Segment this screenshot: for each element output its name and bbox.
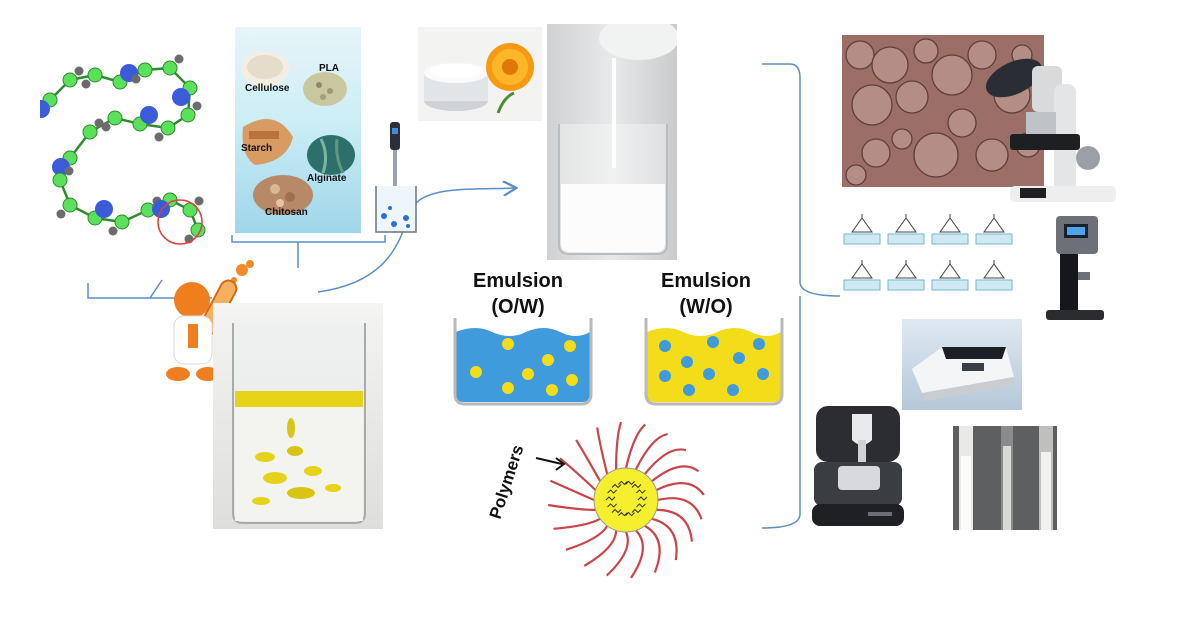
microscopy-image (842, 35, 1044, 187)
homogenizer-icon (375, 122, 417, 233)
emulsion-wo-title: Emulsion (W/O) (636, 268, 776, 320)
emulsion-ow-title: Emulsion (O/W) (448, 268, 588, 320)
polymers-arrow (535, 457, 563, 465)
label-pla: PLA (319, 63, 339, 74)
polymer-micelle: Polymers (486, 421, 705, 579)
microscope-icon (985, 58, 1116, 202)
polymers-label: Polymers (486, 443, 528, 522)
biopolymer-collage: Cellulose PLA Starch Alginate Chitosan (235, 27, 361, 233)
emulsion-wo-container (644, 318, 784, 406)
emulsion-beaker-photo (547, 24, 677, 260)
tensiometer-device (1046, 216, 1104, 320)
cream-photo (418, 27, 542, 121)
emulsion-ow-type: (O/W) (491, 296, 545, 318)
emulsion-ow-container (453, 318, 593, 406)
oil-water-beaker-photo (213, 303, 383, 529)
polymer-arms (547, 421, 705, 579)
stability-tubes-photo (953, 426, 1057, 530)
biopolymer-brace (231, 235, 386, 268)
contact-angle-diagram (843, 214, 1013, 291)
label-cellulose: Cellulose (245, 83, 290, 94)
label-chitosan: Chitosan (265, 207, 308, 218)
rheometer-device (812, 406, 904, 526)
emulsion-ow-heading: Emulsion (472, 270, 563, 292)
scientist-figure (166, 260, 254, 381)
characterization-brace (761, 63, 841, 529)
biopolymer-collage-svg: Cellulose PLA Starch Alginate Chitosan (241, 51, 355, 218)
label-starch: Starch (241, 143, 272, 154)
micelle-core-chains (605, 480, 648, 517)
emulsion-wo-heading: Emulsion (660, 270, 751, 292)
dsc-instrument-photo (902, 319, 1022, 410)
label-alginate: Alginate (307, 173, 347, 184)
polymer-chain-molecule (40, 54, 206, 245)
emulsion-wo-type: (W/O) (679, 296, 733, 318)
